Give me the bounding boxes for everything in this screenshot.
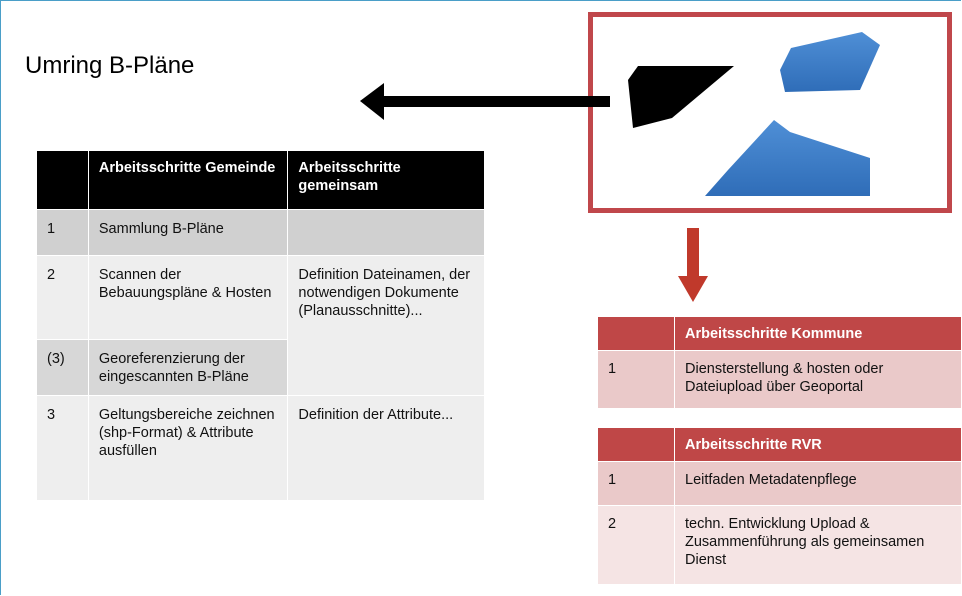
row-number: 1 (37, 209, 89, 256)
arrow-down-icon (678, 228, 708, 302)
table-header-rvr: Arbeitsschritte RVR (674, 427, 961, 462)
row-number: (3) (37, 339, 89, 396)
table-header-gemeinde: Arbeitsschritte Gemeinde (87, 150, 288, 210)
rvr-step: techn. Entwicklung Upload & Zusammenführ… (674, 505, 961, 584)
kommune-step: Diensterstellung & hosten oder Dateiuplo… (674, 350, 961, 408)
rvr-step: Leitfaden Metadatenpflege (674, 461, 961, 506)
gemeinsam-step (287, 209, 484, 256)
blue-polygon-shape-1 (780, 32, 880, 92)
gemeinsam-step: Definition Dateinamen, der notwendigen D… (287, 255, 484, 396)
gemeinde-step: Geltungsbereiche zeichnen (shp-Format) &… (87, 395, 288, 500)
table-header-num (598, 427, 675, 462)
row-number: 1 (598, 461, 675, 506)
table-header-row: Arbeitsschritte Kommune (598, 316, 961, 351)
table-row: 3 Geltungsbereiche zeichnen (shp-Format)… (37, 395, 484, 500)
gemeinde-steps-table: Arbeitsschritte Gemeinde Arbeitsschritte… (37, 150, 484, 500)
rvr-steps-table: Arbeitsschritte RVR 1 Leitfaden Metadate… (598, 427, 961, 584)
blue-polygon-shape-2 (705, 120, 870, 196)
table-row: 1 Sammlung B-Pläne (37, 209, 484, 256)
table-header-row: Arbeitsschritte RVR (598, 427, 961, 462)
black-polygon-shape (628, 66, 734, 128)
row-number: 3 (37, 395, 89, 500)
gemeinde-step: Sammlung B-Pläne (87, 209, 288, 256)
table-header-num (37, 150, 89, 210)
table-row: 1 Leitfaden Metadatenpflege (598, 461, 961, 506)
table-row: (3) Georeferenzierung der eingescannten … (37, 339, 484, 396)
kommune-steps-table: Arbeitsschritte Kommune 1 Diensterstellu… (598, 316, 961, 408)
table-header-num (598, 316, 675, 351)
slide-title: Umring B-Pläne (25, 52, 195, 79)
table-header-gemeinsam: Arbeitsschritte gemeinsam (287, 150, 484, 210)
table-row: 1 Diensterstellung & hosten oder Dateiup… (598, 350, 961, 408)
arrow-left-icon (360, 83, 610, 120)
gemeinde-step: Georeferenzierung der eingescannten B-Pl… (87, 339, 288, 396)
row-number: 1 (598, 350, 675, 408)
gemeinsam-step: Definition der Attribute... (287, 395, 484, 500)
row-number: 2 (598, 505, 675, 584)
table-row: 2 Scannen der Bebauungspläne & Hosten De… (37, 255, 484, 396)
row-number: 2 (37, 255, 89, 340)
gemeinde-step: Scannen der Bebauungspläne & Hosten (87, 255, 288, 340)
table-row: 2 techn. Entwicklung Upload & Zusammenfü… (598, 505, 961, 584)
table-header-row: Arbeitsschritte Gemeinde Arbeitsschritte… (37, 150, 484, 210)
table-header-kommune: Arbeitsschritte Kommune (674, 316, 961, 351)
